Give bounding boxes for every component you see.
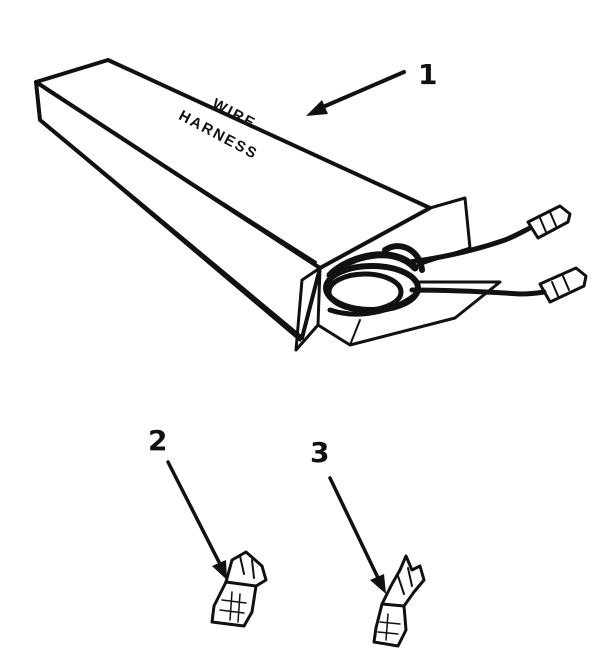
wire-lead-lower-wire	[409, 287, 547, 297]
callout-1-leader	[314, 70, 406, 112]
terminal-2-crimp-detail	[239, 555, 255, 579]
terminal-2-crimp	[224, 550, 268, 588]
wire-coil-bottom	[327, 289, 421, 317]
connector-lower-detail	[551, 275, 570, 297]
callout-3-leader	[328, 476, 382, 584]
callout-3-arrowhead	[370, 574, 386, 594]
terminal-3-crimp-detail	[397, 567, 413, 595]
callout-2-arrowhead	[212, 560, 227, 580]
wire-lead-upper-wire	[407, 225, 533, 265]
callout-1: 1	[306, 58, 437, 116]
terminal-3-body	[372, 602, 408, 648]
terminal-2-body	[210, 580, 258, 628]
callout-3-number: 3	[310, 436, 329, 469]
callout-2-leader	[166, 460, 224, 570]
wire-harness-box: WIRE HARNESS	[34, 58, 588, 352]
connector-upper	[526, 204, 572, 240]
callout-1-arrowhead	[306, 100, 328, 116]
callout-3: 3	[310, 436, 386, 594]
wire-coil	[323, 243, 425, 317]
box-end-flap-bottom	[316, 280, 502, 347]
callout-1-number: 1	[418, 58, 437, 91]
terminal-2-texture	[219, 591, 247, 623]
connector-lower	[538, 266, 588, 304]
wire-lead-upper	[407, 204, 572, 265]
callout-2: 2	[148, 424, 227, 580]
box-bottom-edge	[38, 118, 302, 342]
callout-2-number: 2	[148, 424, 167, 457]
wire-coil-loop-2	[326, 271, 404, 313]
connector-upper-detail	[539, 211, 557, 233]
box-front-face	[34, 80, 322, 340]
terminal-part-2	[210, 550, 268, 628]
box-inner-ridge	[45, 89, 317, 263]
terminal-part-3	[372, 554, 426, 648]
terminal-3-crimp	[380, 554, 426, 608]
box-end-flap-crease	[349, 319, 361, 346]
wire-lead-lower	[409, 266, 588, 304]
box-end-flap-left	[294, 266, 322, 352]
terminal-3-texture	[377, 613, 401, 641]
wire-coil-bend	[382, 243, 425, 273]
